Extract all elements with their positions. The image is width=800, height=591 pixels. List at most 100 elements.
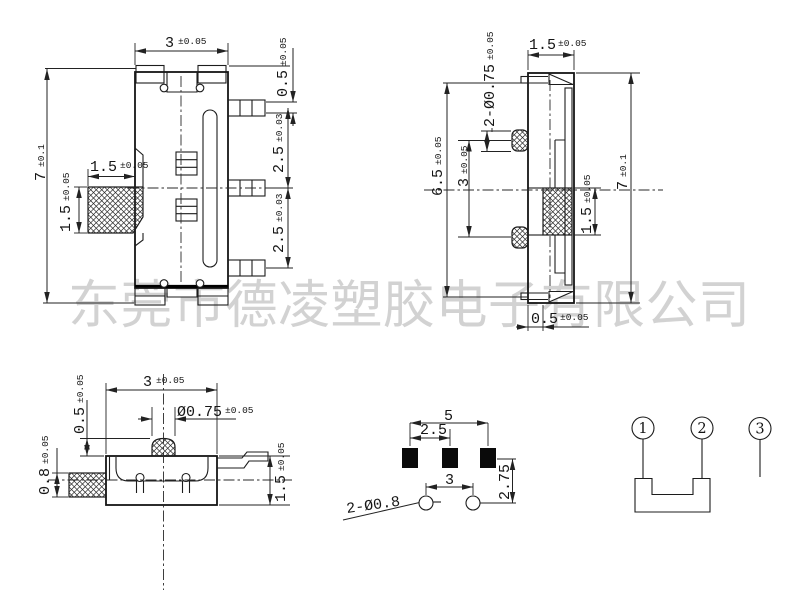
solder-pad-2	[442, 448, 458, 468]
front-top-tab-left	[135, 64, 165, 84]
side-slider-knob	[542, 187, 573, 236]
front-top-tab-right	[197, 64, 227, 84]
dim-label: 2.5	[271, 146, 288, 173]
terminal-number-1: 1	[638, 421, 647, 437]
dim-label: 1.5	[90, 159, 117, 176]
front-body-outline	[134, 64, 229, 306]
dim-tolerance: ±0.05	[75, 374, 86, 403]
dim-front-pin-pitch-lower: 2.5 ±0.03	[266, 188, 293, 269]
dim-label: 2-Ø0.8	[345, 494, 401, 518]
dim-holes-callout: 2-Ø0.8	[342, 494, 420, 521]
front-curl-top-left	[159, 83, 169, 93]
dim-label: 1.5	[58, 205, 75, 232]
front-pins	[227, 99, 266, 277]
dim-label: 1.5	[273, 475, 290, 502]
top-slot-right	[181, 472, 191, 493]
solder-pad-3	[480, 448, 496, 468]
dim-front-knob-width: 1.5 ±0.05	[87, 159, 149, 186]
dim-row-offset: 2.75	[480, 458, 516, 504]
dim-label: 0.8	[37, 468, 54, 495]
dim-label: Ø0.75	[177, 404, 222, 421]
terminal-number-2: 2	[697, 421, 706, 437]
dim-tolerance: ±0.05	[558, 38, 587, 49]
front-bottom-notch	[166, 288, 198, 298]
dim-tolerance: ±0.05	[278, 37, 289, 66]
front-left-step	[134, 147, 144, 247]
dim-tolerance: ±0.05	[276, 442, 287, 471]
dim-label: 0.5	[531, 311, 558, 328]
locating-hole-left	[418, 495, 434, 511]
front-curl-top-right	[195, 83, 205, 93]
front-contact-windows	[175, 151, 198, 222]
top-slot-left	[135, 472, 145, 493]
dim-top-knob-thickness: 0.8 ±0.05	[37, 435, 68, 498]
dim-label: 2.5	[271, 226, 288, 253]
side-cover-plate	[564, 87, 573, 286]
solder-pad-1	[402, 448, 418, 468]
dim-tolerance: ±0.03	[274, 193, 285, 222]
dim-tolerance: ±0.05	[178, 36, 207, 47]
top-view: 3 ±0.05 Ø0.75 ±0.05 0.5 ±0.05 0.8 ±0.05	[37, 374, 292, 590]
dim-front-pin-top-offset: 0.5 ±0.05	[229, 37, 297, 126]
side-bottom-tab	[520, 290, 574, 303]
contact-bridge	[634, 477, 711, 513]
dim-side-knob-height: 1.5 ±0.05	[574, 174, 601, 236]
dim-side-inner-height: 6.5 ±0.05	[430, 82, 531, 298]
dim-hole-pitch: 3	[425, 472, 474, 495]
dim-pad-pitch: 2.5	[410, 422, 451, 446]
dim-tolerance: ±0.05	[156, 375, 185, 386]
dim-side-height: 7 ±0.1	[576, 72, 640, 304]
dim-tolerance: ±0.05	[40, 435, 51, 464]
dim-label: 3	[165, 35, 174, 52]
dim-front-width: 3 ±0.05	[134, 35, 229, 65]
dim-label: 6.5	[430, 169, 447, 196]
dim-side-peg-pitch: 3 ±0.05	[456, 140, 511, 238]
dim-label: 3	[456, 178, 473, 187]
dim-tolerance: ±0.05	[485, 31, 496, 60]
dim-label: 0.5	[72, 407, 89, 434]
front-slider-knob	[87, 186, 144, 234]
dim-top-peg-diameter: Ø0.75 ±0.05	[138, 404, 254, 436]
dim-label: 7	[615, 181, 632, 190]
dim-pad-span: 5	[409, 408, 489, 446]
front-top-notch	[166, 72, 198, 93]
dim-tolerance: ±0.05	[560, 312, 589, 323]
dim-side-tab-offset: 0.5 ±0.05	[516, 305, 589, 331]
dim-tolerance: ±0.05	[225, 405, 254, 416]
side-inner-steps	[554, 139, 565, 274]
dim-tolerance: ±0.1	[36, 144, 47, 167]
side-view: 1.5 ±0.05 2-Ø0.75 ±0.05 6.5 ±0.05 3 ±0.0…	[424, 31, 663, 331]
dim-label: 2.75	[497, 464, 514, 500]
dim-tolerance: ±0.05	[120, 160, 149, 171]
dim-label: 0.5	[275, 70, 292, 97]
front-slot-oval	[202, 109, 218, 268]
pad-layout: 5 2.5 3 2.75 2-Ø0.8	[342, 408, 516, 521]
terminal-schematic: 1 2 3	[631, 416, 772, 513]
dim-front-pin-pitch-upper: 2.5 ±0.03	[266, 108, 293, 189]
dim-side-width: 1.5 ±0.05	[527, 37, 587, 70]
dim-tolerance: ±0.05	[433, 136, 444, 165]
dim-label: 3	[143, 374, 152, 391]
dim-label: 2.5	[420, 422, 447, 439]
dim-top-depth: 1.5 ±0.05	[219, 442, 290, 506]
dim-label: 3	[445, 472, 454, 489]
dim-side-pegs: 2-Ø0.75 ±0.05	[481, 31, 511, 152]
top-bent-arm	[217, 451, 269, 469]
front-curl-bottom-right	[195, 279, 205, 288]
top-slider-knob	[68, 472, 107, 498]
locating-hole-right	[465, 495, 481, 511]
dim-tolerance: ±0.05	[459, 145, 470, 174]
terminal-number-3: 3	[755, 422, 764, 438]
top-dome	[115, 457, 209, 482]
dim-tolerance: ±0.1	[618, 154, 629, 177]
dim-tolerance: ±0.05	[61, 172, 72, 201]
dim-label: 5	[444, 408, 453, 425]
dim-tolerance: ±0.03	[274, 113, 285, 142]
front-view: 3 ±0.05 7 ±0.1 0.5 ±0.05 2.5 ±0.03 2.5 ±…	[33, 35, 297, 306]
side-peg-lower	[511, 226, 529, 249]
dim-label: 1.5	[529, 37, 556, 54]
front-curl-bottom-left	[159, 279, 169, 288]
dim-front-knob-height: 1.5 ±0.05	[58, 172, 87, 234]
